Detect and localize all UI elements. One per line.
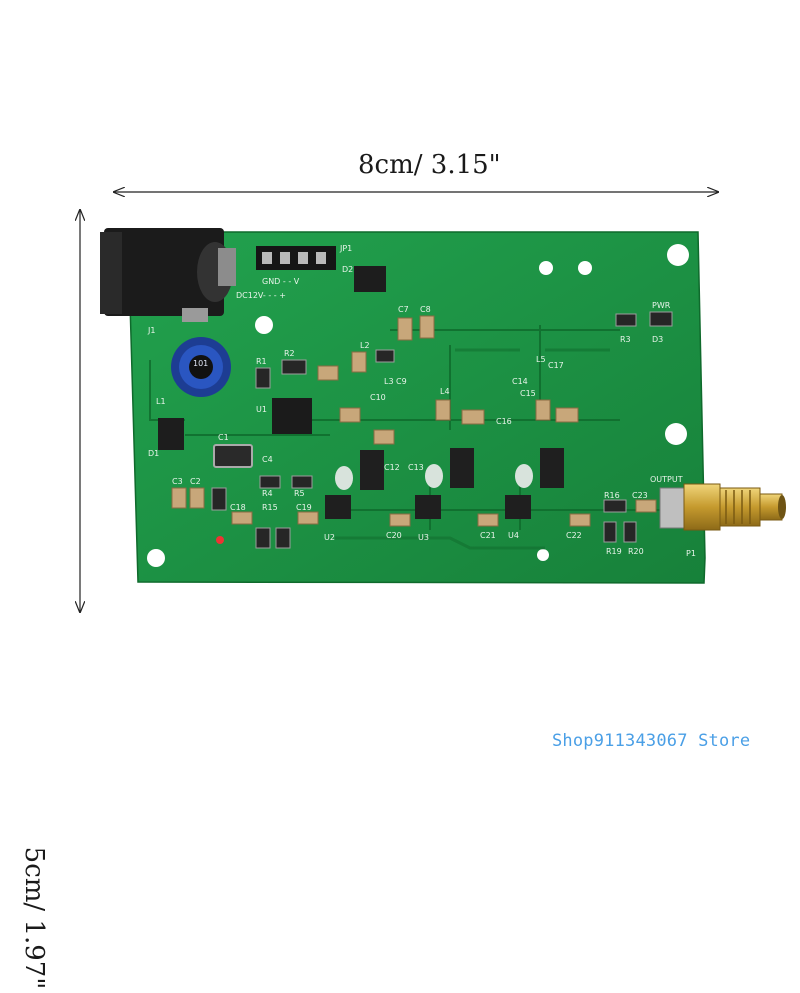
label-u4: U4 [508, 531, 519, 540]
label-c3: C3 [172, 477, 183, 486]
smd-capacitors [171, 315, 657, 527]
label-p1: P1 [686, 549, 696, 558]
label-r4: R4 [262, 489, 273, 498]
label-l5: L5 [536, 355, 546, 364]
label-c12: C12 [384, 463, 400, 472]
label-c13: C13 [408, 463, 424, 472]
label-c10: C10 [370, 393, 386, 402]
dc-power-jack [100, 228, 236, 322]
diode-d1 [158, 418, 184, 450]
label-r1: R1 [256, 357, 267, 366]
label-r5: R5 [294, 489, 305, 498]
width-dimension-label: 8cm/ 3.15" [358, 150, 501, 180]
label-u3: U3 [418, 533, 429, 542]
label-u2: U2 [324, 533, 335, 542]
label-c4: C4 [262, 455, 273, 464]
label-r19: R19 [606, 547, 622, 556]
label-c17: C17 [548, 361, 564, 370]
label-c8: C8 [420, 305, 431, 314]
label-pins: GND - - V [262, 277, 300, 286]
label-c21: C21 [480, 531, 496, 540]
ic-u1 [272, 398, 312, 434]
label-c23: C23 [632, 491, 648, 500]
label-c20: C20 [386, 531, 402, 540]
label-c15: C15 [520, 389, 536, 398]
label-dc-input: DC12V- - - + [236, 291, 286, 300]
amplifier-stages [325, 448, 564, 519]
label-c9: C9 [396, 377, 407, 386]
sma-output-connector [659, 483, 786, 531]
label-l3: L3 [384, 377, 394, 386]
height-dimension-label: 5cm/ 1.97" [19, 846, 49, 990]
pin-header-jp1 [256, 246, 336, 270]
label-c18: C18 [230, 503, 246, 512]
product-photo: JP1 GND - - V DC12V- - - + J1 PWR R3 D3 … [0, 0, 786, 800]
power-inductor [171, 337, 231, 397]
label-c14: C14 [512, 377, 528, 386]
label-l1: L1 [156, 397, 166, 406]
label-d1: D1 [148, 449, 159, 458]
label-u1: U1 [256, 405, 267, 414]
label-l2: L2 [360, 341, 370, 350]
label-jp1: JP1 [339, 244, 352, 253]
status-led [216, 536, 224, 544]
label-c22: C22 [566, 531, 582, 540]
smd-resistors [211, 311, 673, 549]
store-watermark: Shop911343067 Store [552, 731, 751, 751]
label-output: OUTPUT [650, 475, 683, 484]
label-c7: C7 [398, 305, 409, 314]
label-d3: D3 [652, 335, 663, 344]
inductor-marking: 101 [193, 359, 208, 368]
label-c1: C1 [218, 433, 229, 442]
label-j1: J1 [147, 326, 155, 335]
label-r2: R2 [284, 349, 295, 358]
label-r20: R20 [628, 547, 644, 556]
diode-d2 [354, 266, 386, 292]
label-r15: R15 [262, 503, 278, 512]
label-c16: C16 [496, 417, 512, 426]
label-r3: R3 [620, 335, 631, 344]
label-c2: C2 [190, 477, 201, 486]
label-pwr: PWR [652, 301, 671, 310]
label-l4: L4 [440, 387, 450, 396]
label-d2: D2 [342, 265, 353, 274]
label-c19: C19 [296, 503, 312, 512]
label-r16: R16 [604, 491, 620, 500]
capacitor-c1 [213, 444, 253, 468]
